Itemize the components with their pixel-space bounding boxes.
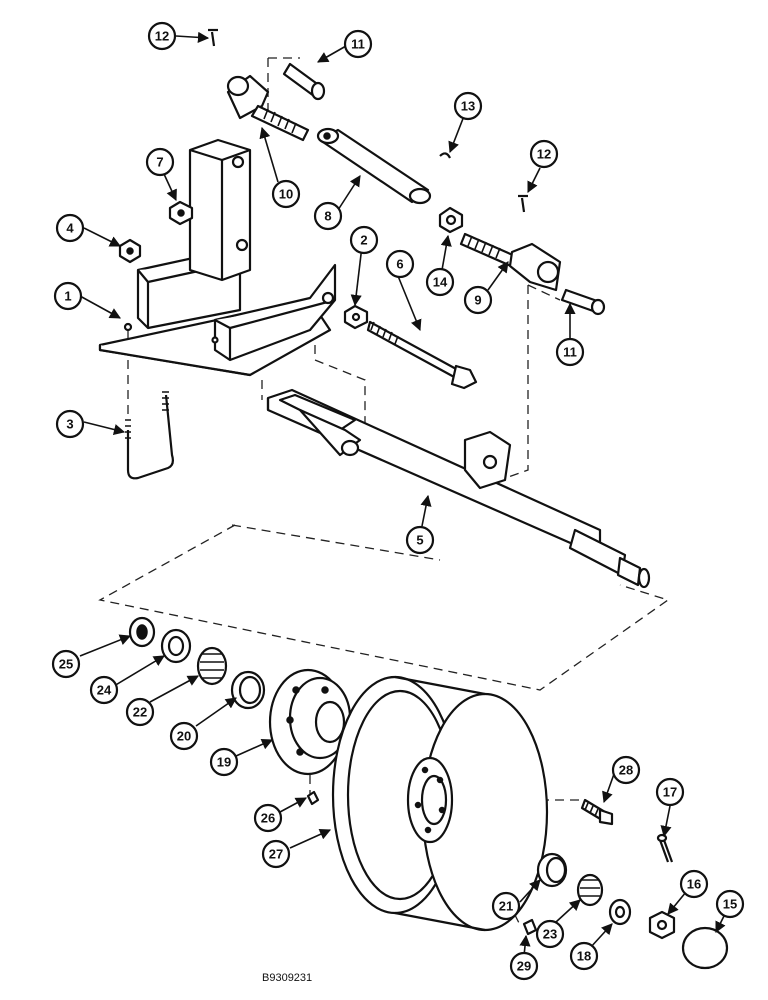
svg-text:1: 1: [64, 289, 71, 304]
svg-text:14: 14: [433, 275, 448, 290]
svg-text:11: 11: [351, 37, 365, 52]
svg-text:27: 27: [269, 847, 283, 862]
svg-text:11: 11: [563, 345, 577, 360]
outer-hardware: [306, 790, 729, 970]
svg-text:21: 21: [499, 899, 513, 914]
callout-11a: 11: [343, 29, 373, 59]
callout-27: 27: [261, 839, 291, 869]
callout-26: 26: [253, 803, 283, 833]
callout-3: 3: [55, 409, 85, 439]
svg-text:26: 26: [261, 811, 275, 826]
callout-12a: 12: [147, 21, 177, 51]
callout-15: 15: [715, 889, 745, 919]
nuts: [118, 200, 464, 330]
clevis-rod-upper: [226, 74, 310, 142]
svg-text:7: 7: [156, 155, 163, 170]
svg-text:23: 23: [543, 927, 557, 942]
callout-22: 22: [125, 697, 155, 727]
callout-6: 6: [385, 249, 415, 279]
bolt: [366, 320, 478, 390]
svg-text:24: 24: [97, 683, 112, 698]
svg-text:6: 6: [396, 257, 403, 272]
callout-16: 16: [679, 869, 709, 899]
small-pins: [208, 28, 528, 213]
wheel-hub: [268, 668, 352, 776]
callout-7: 7: [145, 147, 175, 177]
figure-id: B9309231: [262, 972, 313, 984]
callout-12b: 12: [529, 139, 559, 169]
svg-text:25: 25: [59, 657, 73, 672]
callout-9: 9: [463, 285, 493, 315]
leader-lines: [79, 31, 727, 957]
callout-4: 4: [55, 213, 85, 243]
svg-text:12: 12: [537, 147, 551, 162]
u-bolt: [125, 391, 174, 480]
callout-5: 5: [405, 525, 435, 555]
callout-11b: 11: [555, 337, 585, 367]
svg-text:16: 16: [687, 877, 701, 892]
svg-text:8: 8: [324, 209, 331, 224]
callout-10: 10: [271, 179, 301, 209]
clevis-rod-lower: [459, 232, 562, 292]
svg-text:10: 10: [279, 187, 293, 202]
svg-text:3: 3: [66, 417, 73, 432]
callout-17: 17: [655, 777, 685, 807]
svg-text:4: 4: [66, 221, 74, 236]
pins: [282, 62, 606, 316]
callout-24: 24: [89, 675, 119, 705]
turnbuckle-tube: [316, 127, 432, 205]
callout-18: 18: [569, 941, 599, 971]
callout-21: 21: [491, 891, 521, 921]
callout-25: 25: [51, 649, 81, 679]
svg-text:17: 17: [663, 785, 677, 800]
callout-23: 23: [535, 919, 565, 949]
callout-29: 29: [509, 951, 539, 981]
svg-text:19: 19: [217, 755, 231, 770]
callout-13: 13: [453, 91, 483, 121]
wheel-rim: [331, 675, 549, 932]
hub-components: [128, 616, 266, 710]
callout-1: 1: [53, 281, 83, 311]
callout-28: 28: [611, 755, 641, 785]
svg-text:2: 2: [360, 233, 367, 248]
callout-14: 14: [425, 267, 455, 297]
svg-text:9: 9: [474, 293, 481, 308]
svg-text:28: 28: [619, 763, 633, 778]
callout-2: 2: [349, 225, 379, 255]
axle-arm: [266, 388, 651, 589]
mounting-bracket: [98, 138, 337, 377]
svg-text:18: 18: [577, 949, 591, 964]
svg-text:12: 12: [155, 29, 169, 44]
svg-text:20: 20: [177, 729, 191, 744]
svg-text:5: 5: [416, 533, 423, 548]
callout-20: 20: [169, 721, 199, 751]
svg-text:22: 22: [133, 705, 147, 720]
callout-19: 19: [209, 747, 239, 777]
svg-text:29: 29: [517, 959, 531, 974]
svg-text:15: 15: [723, 897, 737, 912]
callout-8: 8: [313, 201, 343, 231]
svg-text:13: 13: [461, 99, 475, 114]
